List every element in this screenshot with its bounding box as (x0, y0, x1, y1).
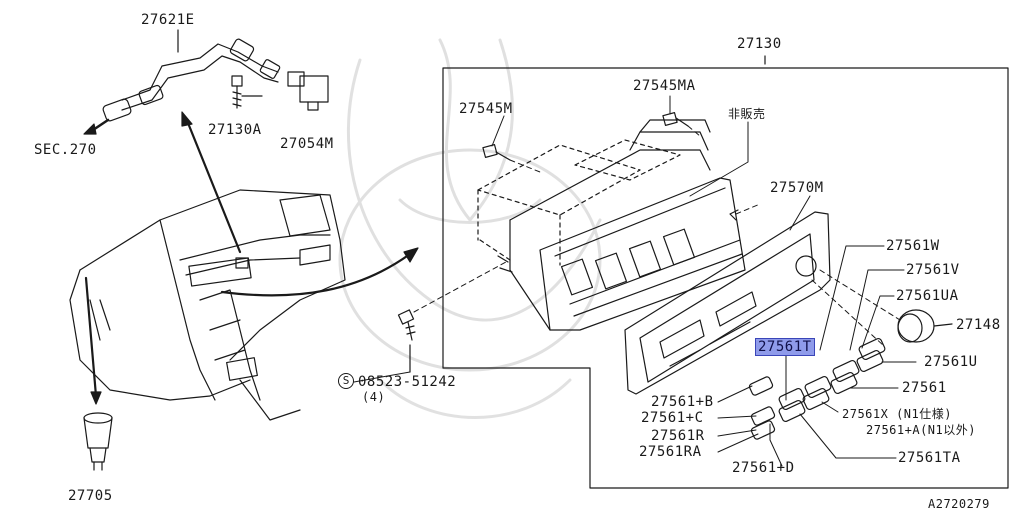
dashboard-illustration (69, 189, 346, 421)
callout-27545MA: 27545MA (633, 78, 696, 94)
sensor-27054M (287, 71, 329, 111)
screw-27130A (231, 75, 263, 109)
callout-27561R: 27561R (651, 428, 705, 444)
arrow-to-assembly (220, 252, 412, 297)
callout-27561-plus-A: 27561+A(N1以外) (866, 423, 976, 437)
projection-lines (413, 125, 901, 347)
callout-27561-plus-C: 27561+C (641, 410, 704, 426)
screw-symbol: S (338, 373, 354, 389)
arrow-to-clip (84, 276, 98, 398)
knob-27148 (897, 309, 953, 343)
callout-27570M: 27570M (770, 180, 824, 196)
callout-27561UA: 27561UA (896, 288, 959, 304)
callout-27561-plus-D: 27561+D (732, 460, 795, 476)
screw-27545M (482, 144, 511, 161)
callout-sec270: SEC.270 (34, 142, 97, 158)
arrow-to-hose (184, 116, 242, 254)
callout-27561V: 27561V (906, 262, 960, 278)
callout-27561W: 27561W (886, 238, 940, 254)
callout-27705: 27705 (68, 488, 113, 504)
callout-08523-51242: 08523-51242 (358, 374, 457, 390)
control-unit (477, 119, 746, 331)
callout-27054M: 27054M (280, 136, 334, 152)
leader-lines (353, 95, 917, 467)
assembly-box-outline (442, 55, 1009, 489)
screw-27545MA (662, 112, 689, 127)
bezel-27570M (624, 209, 831, 395)
hose-27621E (102, 29, 281, 122)
screw-08523 (397, 309, 416, 373)
callout-screw-qty: (4) (362, 390, 386, 404)
clip-27705 (83, 412, 113, 471)
callout-27561RA: 27561RA (639, 444, 702, 460)
watermark (338, 38, 602, 419)
callout-27561T-highlighted[interactable]: 27561T (755, 338, 815, 356)
callout-27561X: 27561X (N1仕様) (842, 407, 952, 421)
callout-27561-plus-B: 27561+B (651, 394, 714, 410)
callout-not-for-sale: 非販売 (728, 107, 766, 121)
callout-27130: 27130 (737, 36, 782, 52)
callout-27545M: 27545M (459, 101, 513, 117)
callout-27148: 27148 (956, 317, 1001, 333)
callout-27561: 27561 (902, 380, 947, 396)
callout-27561U: 27561U (924, 354, 978, 370)
push-buttons (748, 337, 886, 440)
diagram-id: A2720279 (928, 497, 990, 511)
callout-27621E: 27621E (141, 12, 195, 28)
callout-27561TA: 27561TA (898, 450, 961, 466)
callout-27130A: 27130A (208, 122, 262, 138)
